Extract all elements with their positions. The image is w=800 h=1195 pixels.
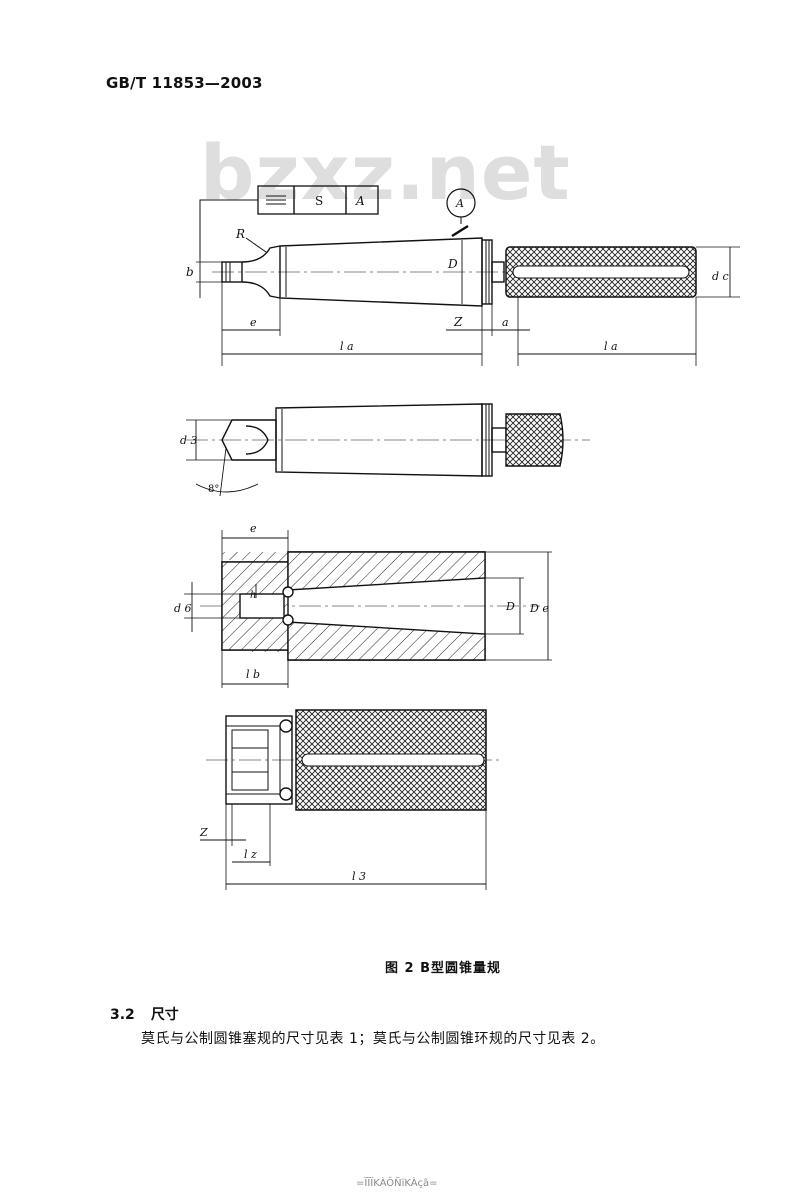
label-D-ring: D <box>505 600 515 613</box>
label-lb: l b <box>246 668 260 681</box>
figure-caption: 图 2 B型圆锥量规 <box>385 961 502 976</box>
watermark: bzxz.net <box>200 128 571 217</box>
label-e-ring: e <box>250 522 257 535</box>
label-b: b <box>186 265 194 279</box>
label-De: D e <box>529 602 549 615</box>
page-footer: =ÏÏÏKÀÔÑïKÀçã= <box>356 1178 438 1189</box>
tang-variant-view <box>186 403 590 497</box>
label-la-right: l a <box>604 340 618 353</box>
label-d3: d 3 <box>180 434 198 447</box>
label-lz: l z <box>244 848 257 861</box>
section-number: 3.2 <box>110 1007 135 1023</box>
label-d6: d 6 <box>174 602 192 615</box>
section-title: 尺寸 <box>150 1007 179 1023</box>
standard-number: GB/T 11853—2003 <box>106 74 263 92</box>
label-D: D <box>447 257 458 271</box>
label-l3: l 3 <box>352 870 366 883</box>
label-a: a <box>502 316 509 329</box>
label-Z: Z <box>453 315 463 329</box>
label-h: h <box>250 590 256 601</box>
datum-label: A <box>455 197 464 210</box>
label-e: e <box>250 316 257 329</box>
label-la-left: l a <box>340 340 354 353</box>
frame-cell-a: A <box>355 194 365 208</box>
frame-cell-s: S <box>315 194 323 208</box>
label-Z-ring: Z <box>199 826 208 839</box>
label-R: R <box>235 227 245 241</box>
label-dc: d c <box>712 270 729 283</box>
body-paragraph: 莫氏与公制圆锥塞规的尺寸见表 1；莫氏与公制圆锥环规的尺寸见表 2。 <box>141 1031 605 1047</box>
ring-gauge-external-view <box>200 709 500 890</box>
ring-gauge-section-view <box>184 530 552 688</box>
section-heading: 3.2 尺寸 <box>110 1004 179 1024</box>
plug-gauge-view <box>196 185 740 366</box>
label-angle: 8° <box>208 484 219 495</box>
